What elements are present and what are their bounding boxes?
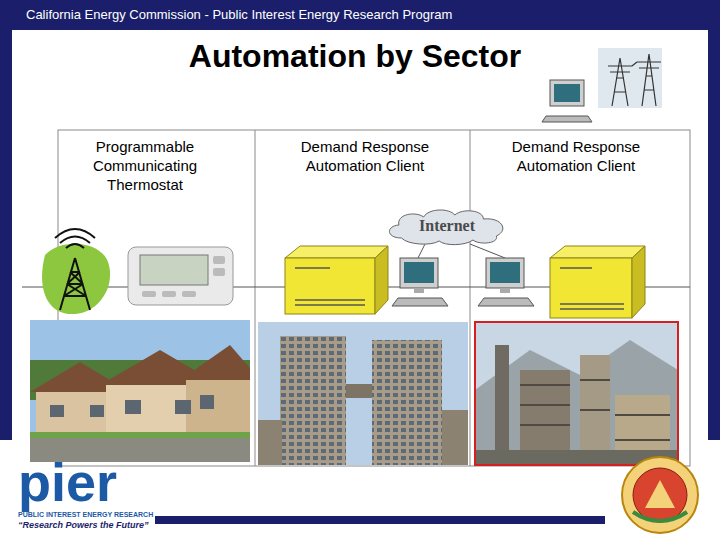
tower (280, 336, 346, 465)
signal-waves (55, 229, 95, 248)
box-front (285, 258, 375, 314)
state-seal (622, 457, 698, 533)
girders (520, 380, 670, 440)
sector-column: Demand Response Automation Client (486, 134, 666, 180)
cell-tower-icon (42, 229, 110, 314)
slide-title: Automation by Sector (60, 38, 650, 75)
houses-photo (30, 320, 250, 462)
mountains (475, 340, 678, 465)
skybridge (346, 384, 372, 398)
box-top (550, 246, 645, 258)
lawn (30, 432, 250, 438)
monitor (550, 80, 584, 106)
tower (372, 340, 442, 465)
highlight-frame (475, 322, 678, 465)
keyboard (478, 298, 534, 306)
computer (478, 258, 534, 306)
screen (554, 84, 580, 102)
button (182, 291, 196, 297)
button (142, 291, 156, 297)
computer (392, 258, 448, 306)
panel (22, 130, 690, 466)
button (213, 268, 225, 276)
divider (470, 130, 471, 466)
column-heading: Demand Response Automation Client (490, 138, 662, 176)
lcd-display (140, 255, 208, 285)
monitor (400, 258, 438, 288)
box-side (375, 246, 388, 314)
computer-icon (542, 80, 592, 122)
box-marks (295, 268, 365, 305)
button (162, 291, 176, 297)
keyboard (392, 298, 448, 306)
industrial-plant-photo (475, 322, 678, 465)
thermostat (128, 247, 233, 305)
button (213, 256, 225, 264)
logo-wordmark: pier (18, 455, 158, 509)
box-front (550, 258, 632, 318)
green-blob (42, 244, 110, 314)
seal-center (633, 468, 687, 522)
box-top (285, 246, 388, 258)
cloud-label: Internet (419, 216, 475, 236)
keyboard (542, 116, 592, 122)
lattice-tower (60, 258, 90, 310)
sky (598, 48, 662, 108)
screen (404, 262, 434, 283)
internet-cloud: Internet (382, 206, 512, 246)
header-text: California Energy Commission - Public In… (26, 7, 706, 23)
column-heading: Demand Response Automation Client (279, 138, 451, 176)
stand (500, 288, 510, 293)
logo-tagline: “Research Powers the Future” (18, 521, 158, 531)
screen (490, 262, 520, 283)
network-wire (470, 244, 505, 258)
seal-wreath (633, 512, 687, 521)
top-right-towers (598, 48, 662, 108)
panel-border (58, 130, 690, 466)
transmission-tower (608, 54, 661, 106)
sky (475, 322, 678, 465)
network-wire (418, 244, 425, 258)
seal-ring (622, 457, 698, 533)
automation-box (285, 246, 388, 314)
box-side (632, 246, 645, 318)
sky (258, 322, 468, 465)
divider (255, 130, 256, 466)
cloud-outline (389, 210, 502, 245)
footer-bar (155, 516, 605, 524)
stack (495, 345, 509, 465)
building (258, 420, 282, 465)
box-marks (560, 268, 624, 309)
seal-emblem (645, 480, 675, 508)
column-heading: Programmable Communicating Thermostat (69, 138, 221, 194)
house (186, 380, 250, 438)
building (442, 410, 468, 465)
logo-subtitle: PUBLIC INTEREST ENERGY RESEARCH (18, 511, 158, 519)
windows (50, 395, 214, 417)
monitor (486, 258, 524, 288)
stand (414, 288, 424, 293)
automation-box (550, 246, 645, 318)
sector-column: Demand Response Automation Client (275, 134, 455, 180)
office-towers-photo (258, 322, 468, 465)
thermostat-body (128, 247, 233, 305)
sector-column: Programmable Communicating Thermostat (65, 134, 225, 199)
